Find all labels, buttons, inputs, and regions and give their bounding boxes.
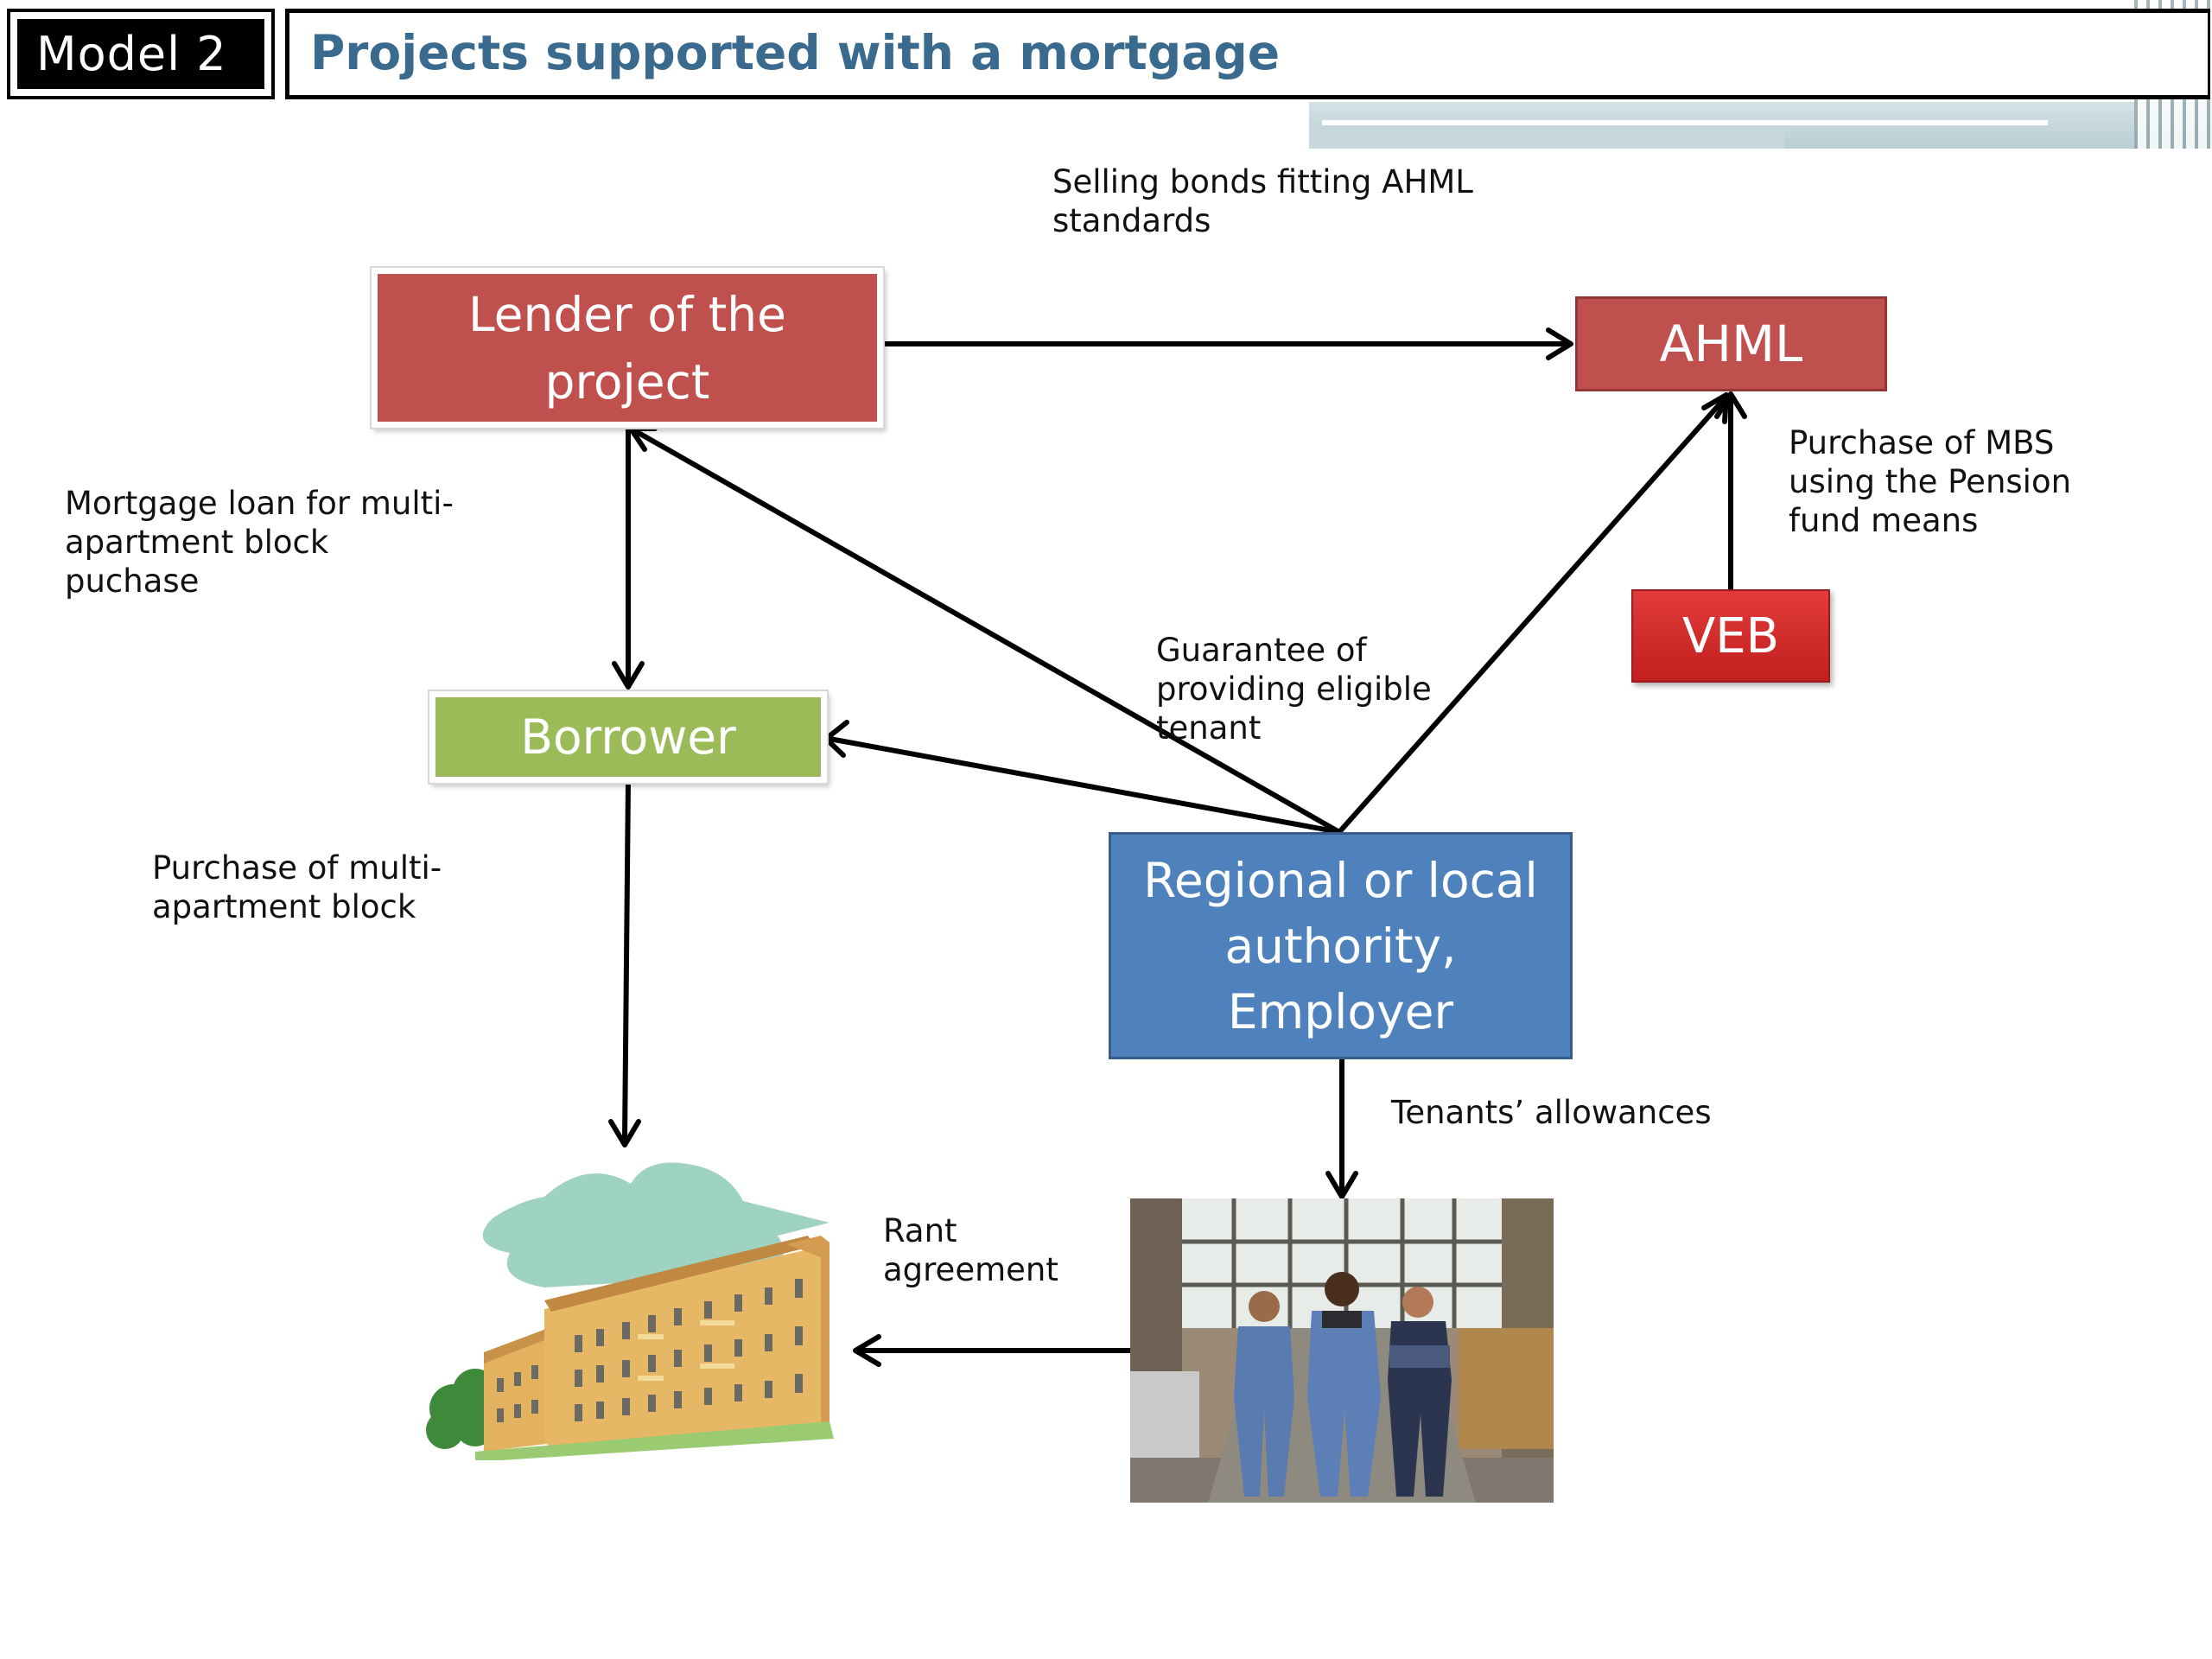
- header-decoration-lower: [1309, 130, 1784, 149]
- model-label-box: Model 2: [7, 9, 275, 99]
- arrow-borrower-to-building: [622, 780, 631, 1143]
- model-label: Model 2: [17, 19, 264, 89]
- authority-label: Regional or local authority, Employer: [1143, 852, 1538, 1039]
- lender-box: Lender of the project: [370, 266, 885, 429]
- veb-label: VEB: [1681, 607, 1780, 664]
- page-title: Projects supported with a mortgage: [310, 25, 1280, 80]
- arrowhead-workers-top: [1325, 1171, 1358, 1199]
- arrowhead-ahml-diag: [1701, 392, 1729, 424]
- note-purchase-block: Purchase of multi- apartment block: [152, 849, 442, 925]
- arrowhead-building-top: [608, 1119, 641, 1147]
- lender-label: Lender of the project: [468, 286, 786, 410]
- note-tenants-allowances: Tenants’ allowances: [1391, 1094, 1712, 1131]
- note-selling-bonds: Selling bonds fitting AHML standards: [1052, 163, 1473, 239]
- authority-box: Regional or local authority, Employer: [1109, 832, 1573, 1059]
- apartment-building-illustration: [426, 1162, 834, 1460]
- header-decoration-line: [1322, 120, 2048, 125]
- note-mortgage-loan: Mortgage loan for multi- apartment block…: [65, 485, 454, 600]
- arrow-authority-to-lender: [630, 427, 1342, 835]
- borrower-box: Borrower: [428, 690, 829, 785]
- borrower-label: Borrower: [520, 709, 736, 765]
- arrowhead-lender-bottom: [628, 426, 658, 452]
- arrowhead-borrower-top: [612, 661, 645, 690]
- title-bar: Projects supported with a mortgage: [285, 9, 2210, 99]
- note-purchase-mbs: Purchase of MBS using the Pension fund m…: [1789, 424, 2072, 539]
- note-rant-agreement: Rant agreement: [883, 1212, 1058, 1288]
- arrow-authority-to-borrower: [827, 736, 1342, 835]
- arrowhead-ahml-left: [1546, 327, 1573, 360]
- arrowhead-ahml-bottom: [1714, 391, 1747, 419]
- arrowhead-building-right: [853, 1334, 881, 1367]
- ahml-label: AHML: [1659, 315, 1803, 373]
- ahml-box: AHML: [1575, 296, 1887, 391]
- note-guarantee: Guarantee of providing eligible tenant: [1156, 632, 1432, 747]
- veb-box: VEB: [1631, 589, 1830, 683]
- workers-photo-illustration: [1130, 1198, 1554, 1503]
- arrow-authority-to-ahml: [1337, 395, 1728, 835]
